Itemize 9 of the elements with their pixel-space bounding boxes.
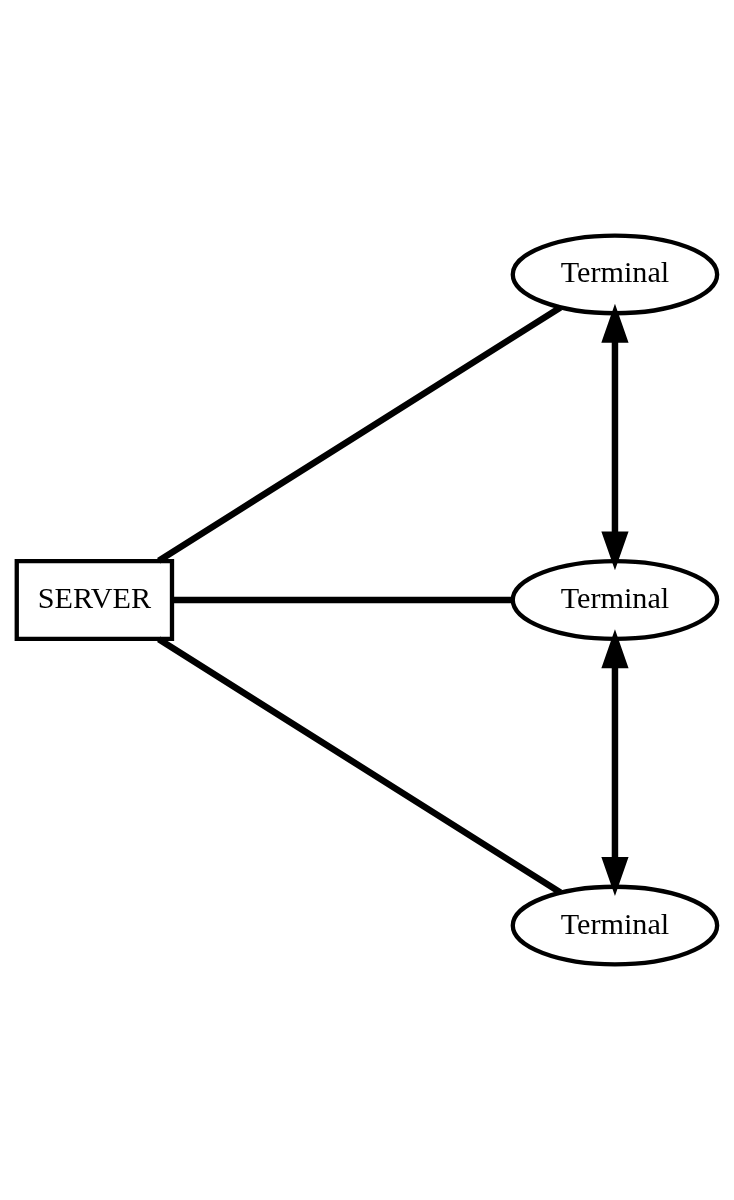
- node-ellipse: Terminal: [510, 233, 720, 316]
- node-ellipse: Terminal: [510, 559, 720, 641]
- arrow: [601, 629, 629, 896]
- arrow: [601, 303, 629, 571]
- node-ellipse: Terminal: [510, 884, 720, 967]
- node-box: SERVER: [14, 559, 175, 641]
- connector: [157, 636, 563, 896]
- connector: [157, 304, 563, 564]
- connector: [172, 596, 513, 604]
